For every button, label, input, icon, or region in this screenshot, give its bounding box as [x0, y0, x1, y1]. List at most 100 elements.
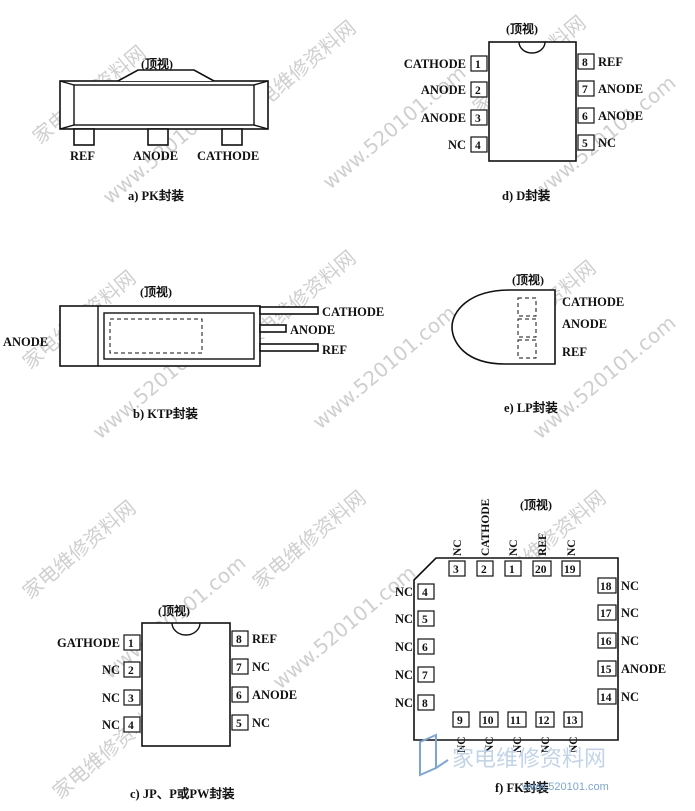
jp-pin-label: NC — [102, 691, 120, 705]
ktp-lead-cathode — [259, 306, 319, 315]
jp-pin-number: 2 — [128, 665, 134, 677]
fk-pin-label: CATHODE — [480, 498, 492, 556]
pk-pin-label: CATHODE — [197, 149, 259, 163]
jp-pin-number: 8 — [236, 634, 242, 646]
fk-pin-number: 7 — [422, 670, 428, 682]
d-pin-number: 1 — [475, 59, 481, 71]
ktp-pin-label: ANODE — [290, 323, 335, 337]
lp-pin-label: ANODE — [562, 317, 607, 331]
pk-tab — [117, 69, 215, 82]
ktp-pin-label: CATHODE — [322, 305, 384, 319]
d-pin-number: 7 — [582, 84, 588, 96]
d-pin-number: 6 — [582, 111, 588, 123]
d-body — [488, 41, 577, 162]
ktp-pin-label: REF — [322, 343, 347, 357]
pk-pin-label: ANODE — [133, 149, 178, 163]
ktp-caption: b) KTP封装 — [133, 406, 198, 421]
fk-pin-number: 12 — [538, 715, 550, 727]
fk-pin-number: 19 — [564, 564, 576, 576]
fk-pin-label: REF — [537, 533, 549, 556]
fk-pin-number: 17 — [600, 608, 612, 620]
d-caption: d) D封装 — [502, 188, 551, 203]
fk-pin-number: 6 — [422, 642, 428, 654]
jp-pin-number: 6 — [236, 690, 242, 702]
fk-pin-number: 15 — [600, 664, 612, 676]
jp-pin-number: 5 — [236, 718, 242, 730]
ktp-package: (顶视) ANODE CATHODE ANODE REF b) KTP封装 — [3, 284, 384, 421]
lp-caption: e) LP封装 — [504, 400, 558, 415]
fk-pin-label: ANODE — [621, 662, 666, 676]
fk-top-view-label: (顶视) — [520, 497, 552, 512]
jp-pin-label: REF — [252, 632, 277, 646]
ktp-left-label: ANODE — [3, 335, 48, 349]
d-pin-number: 2 — [475, 85, 481, 97]
fk-pin-label: NC — [508, 539, 520, 556]
fk-pin-number: 5 — [422, 614, 428, 626]
d-pin-label: CATHODE — [404, 57, 466, 71]
ktp-lead-ref — [259, 343, 319, 352]
fk-pin-label: NC — [395, 585, 413, 599]
jp-body — [141, 622, 231, 747]
fk-pin-label: NC — [512, 736, 524, 753]
fk-pin-number: 14 — [600, 692, 612, 704]
watermark-url: www.520101.com — [318, 60, 471, 193]
lp-package: (顶视) CATHODE ANODE REF e) LP封装 — [451, 272, 624, 415]
jp-pin-label: NC — [102, 718, 120, 732]
jp-pin-label: NC — [102, 663, 120, 677]
fk-pin-number: 8 — [422, 698, 428, 710]
fk-pin-number: 2 — [481, 564, 487, 576]
fk-pin-label: NC — [484, 736, 496, 753]
logo-shape-icon — [419, 733, 437, 777]
pk-body-inner — [73, 84, 255, 126]
fk-caption: f) FK封装 — [495, 780, 549, 795]
fk-pin-label: NC — [456, 736, 468, 753]
jp-pin-label: NC — [252, 660, 270, 674]
jp-notch — [171, 622, 201, 636]
pk-pin-anode — [147, 128, 169, 146]
fk-pin-label: NC — [452, 539, 464, 556]
d-pin-number: 3 — [475, 113, 481, 125]
fk-pin-label: NC — [540, 736, 552, 753]
d-pin-number: 8 — [582, 57, 588, 69]
jp-pin-label: NC — [252, 716, 270, 730]
fk-pin-label: NC — [621, 634, 639, 648]
d-pin-number: 4 — [475, 140, 481, 152]
d-pin-label: ANODE — [598, 82, 643, 96]
fk-body — [413, 557, 619, 741]
d-pin-label: NC — [598, 136, 616, 150]
fk-pin-number: 18 — [600, 581, 612, 593]
fk-pin-label: NC — [568, 736, 580, 753]
lp-pin-label: CATHODE — [562, 295, 624, 309]
fk-pin-number: 1 — [509, 564, 515, 576]
d-top-view-label: (顶视) — [506, 21, 538, 36]
d-pin-label: ANODE — [421, 111, 466, 125]
d-package: (顶视) 1 CATHODE 2 ANODE 3 ANODE 4 NC 8 RE… — [404, 21, 643, 203]
jp-pin-number: 1 — [128, 638, 134, 650]
watermark-url: www.520101.com — [308, 300, 461, 433]
jp-package: (顶视) 1 GATHODE 2 NC 3 NC 4 NC 8 REF 7 NC… — [57, 603, 297, 801]
fk-pin-number: 9 — [457, 715, 463, 727]
jp-caption: c) JP、P或PW封装 — [130, 786, 235, 801]
pk-caption: a) PK封装 — [128, 188, 184, 203]
fk-pin-number: 10 — [482, 715, 494, 727]
lp-pin-label: REF — [562, 345, 587, 359]
fk-pin-label: NC — [621, 606, 639, 620]
watermark-logo: 家电维修资料网 www.520101.com — [419, 733, 609, 793]
d-pin-label: ANODE — [598, 109, 643, 123]
jp-pin-number: 7 — [236, 662, 242, 674]
fk-pin-label: NC — [566, 539, 578, 556]
pk-body — [59, 80, 269, 130]
watermark-site: 家电维修资料网 — [18, 495, 141, 603]
lp-body — [451, 289, 556, 365]
jp-pin-label: GATHODE — [57, 636, 120, 650]
pk-pin-cathode — [221, 128, 243, 146]
d-pin-label: NC — [448, 138, 466, 152]
fk-pin-number: 4 — [422, 587, 428, 599]
fk-pin-label: NC — [395, 696, 413, 710]
pk-pin-label: REF — [70, 149, 95, 163]
fk-package: (顶视) 3 NC 2 CATHODE 1 NC 20 REF 19 NC 4 … — [395, 497, 666, 795]
pk-top-view-label: (顶视) — [141, 56, 173, 71]
jp-top-view-label: (顶视) — [158, 603, 190, 618]
d-pin-label: REF — [598, 55, 623, 69]
